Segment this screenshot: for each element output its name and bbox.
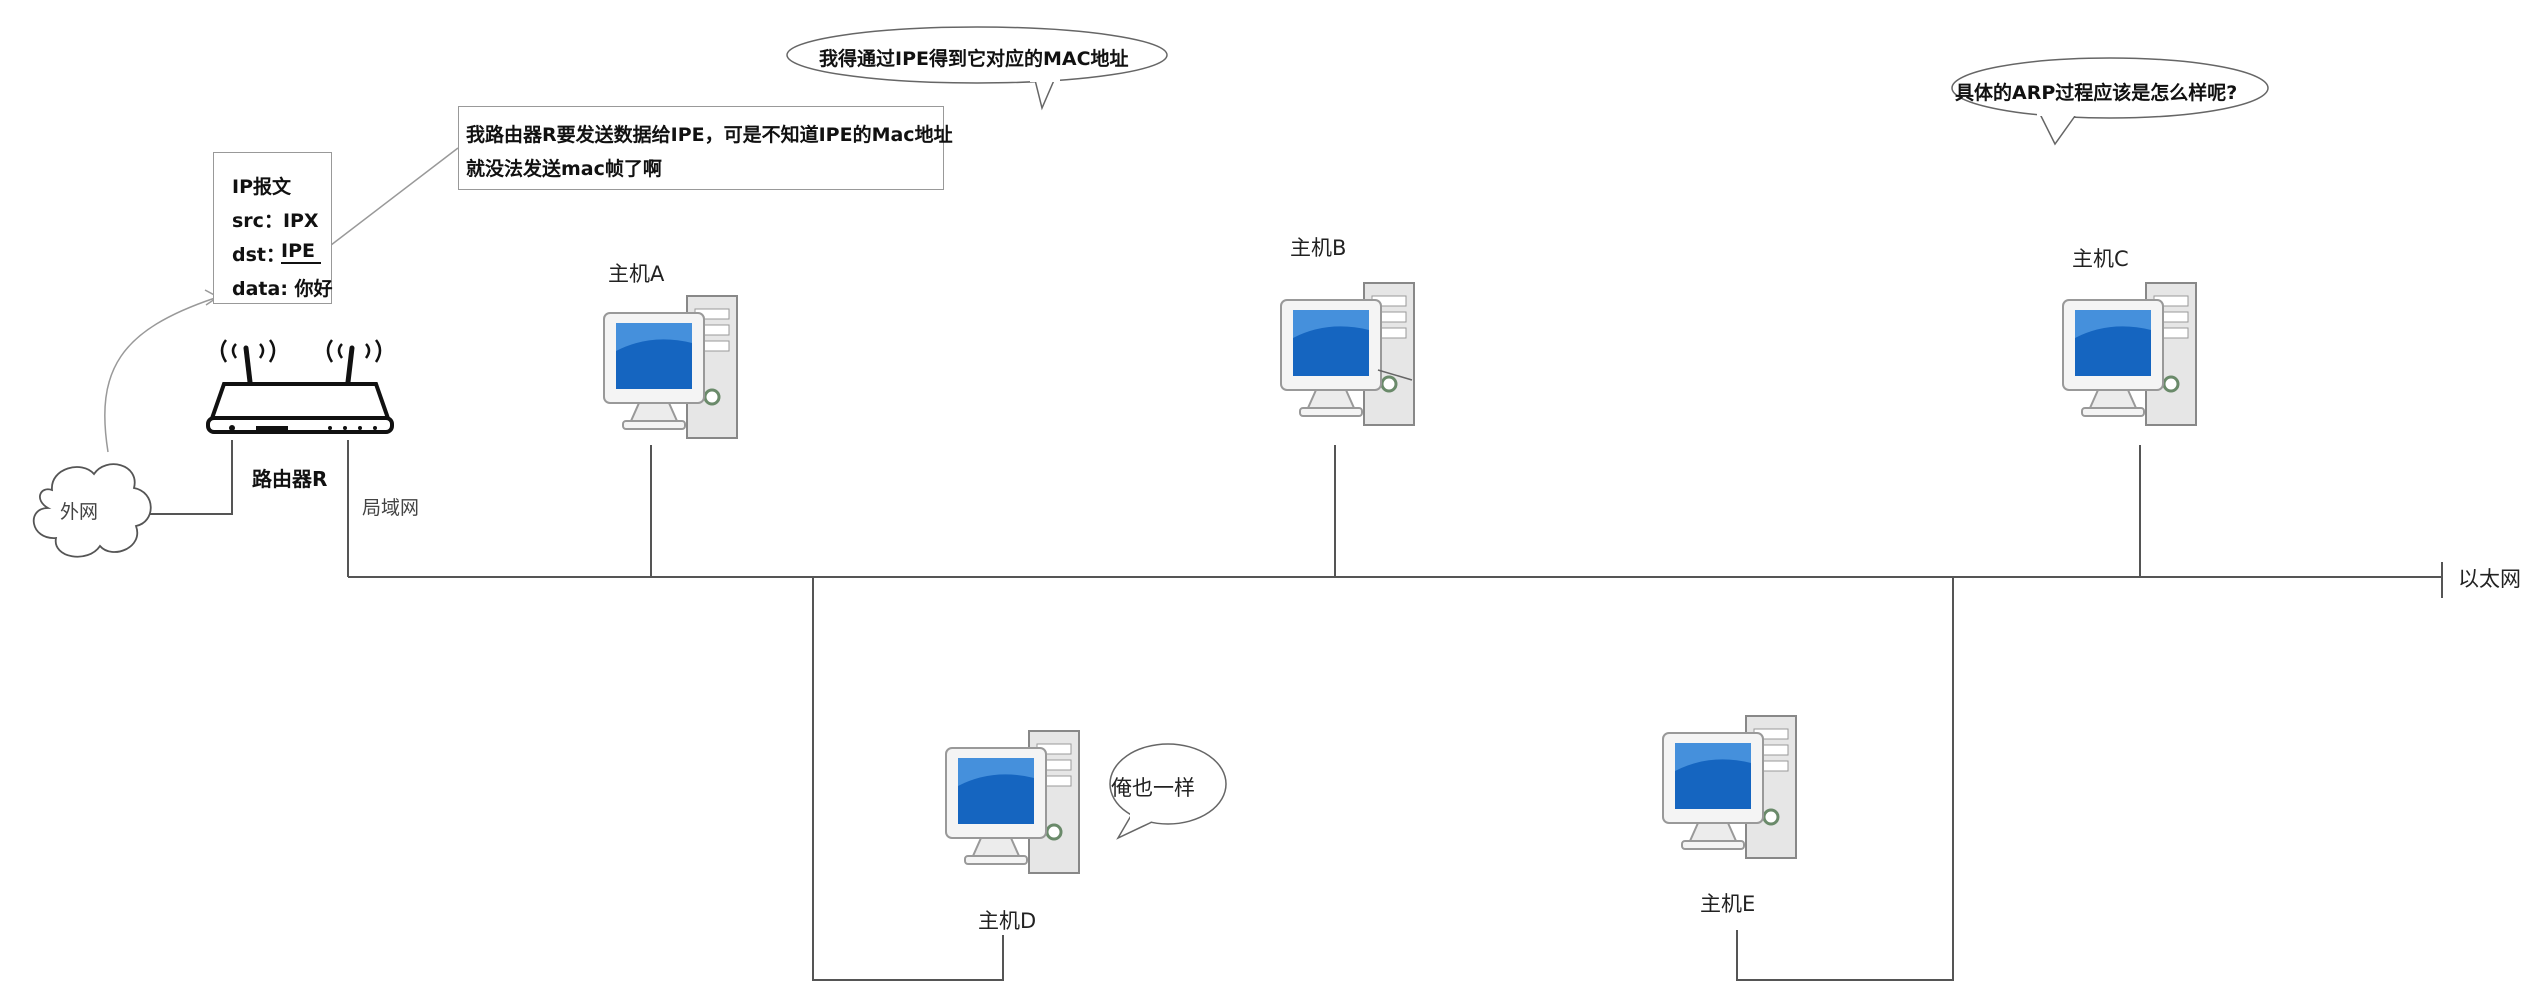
router-icon bbox=[206, 339, 394, 434]
outer-net-label: 外网 bbox=[60, 501, 99, 523]
packet-arrow bbox=[104, 297, 216, 453]
router-note-line1: 我路由器R要发送数据给IPE，可是不知道IPE的Mac地址 bbox=[466, 124, 953, 146]
host-b-label: 主机B bbox=[1290, 236, 1347, 260]
router-note-box bbox=[458, 106, 944, 190]
router-note-line2: 就没法发送mac帧了啊 bbox=[466, 158, 662, 180]
host-e-link bbox=[1736, 577, 1954, 981]
cloud-icon bbox=[32, 463, 152, 558]
lan-label: 局域网 bbox=[362, 497, 420, 519]
speech-right-text: 具体的ARP过程应该是怎么样呢? bbox=[1955, 82, 2238, 104]
ip-packet-box bbox=[213, 152, 332, 304]
packet-title: IP报文 bbox=[232, 176, 291, 198]
packet-data: data: 你好 bbox=[232, 278, 333, 300]
speech-bubble-d bbox=[1109, 743, 1227, 840]
host-e-computer-icon bbox=[1662, 715, 1797, 859]
host-d-computer-icon bbox=[945, 730, 1080, 874]
speech-bubble-right bbox=[1951, 57, 2269, 146]
speech-d-text: 俺也一样 bbox=[1111, 776, 1195, 800]
host-d-link bbox=[812, 577, 1004, 981]
host-c-label: 主机C bbox=[2072, 247, 2129, 271]
host-d-label: 主机D bbox=[978, 909, 1037, 933]
host-e-label: 主机E bbox=[1700, 892, 1756, 916]
note-connector bbox=[317, 147, 459, 256]
host-a-computer-icon bbox=[603, 295, 738, 439]
host-c-computer-icon bbox=[2062, 282, 2197, 426]
router-label: 路由器R bbox=[252, 467, 328, 491]
packet-dst-value: IPE bbox=[281, 240, 321, 264]
speech-top-text: 我得通过IPE得到它对应的MAC地址 bbox=[819, 48, 1129, 70]
host-b-computer-icon bbox=[1280, 282, 1415, 426]
speech-bubble-top bbox=[786, 26, 1168, 111]
ethernet-label: 以太网 bbox=[2458, 567, 2521, 591]
packet-src: src：IPX bbox=[232, 210, 319, 232]
wan-link bbox=[150, 440, 233, 515]
packet-dst-label: dst： bbox=[232, 244, 285, 266]
host-a-label: 主机A bbox=[608, 262, 665, 286]
